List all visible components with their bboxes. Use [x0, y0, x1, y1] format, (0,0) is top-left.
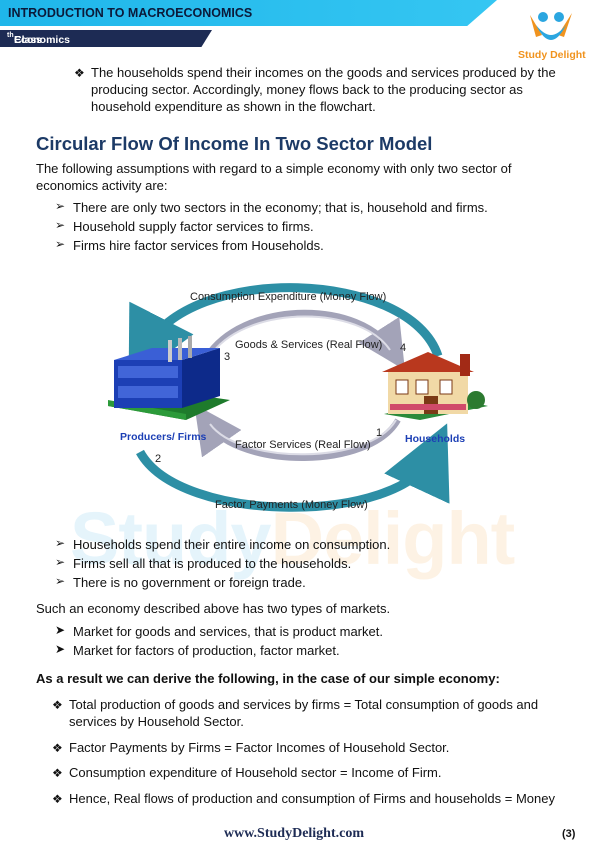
assumption-4: Households spend their entire income on … [73, 537, 391, 552]
arrow-bullet-icon: ➢ [55, 536, 66, 550]
flow-number-2: 2 [155, 453, 161, 465]
arrow-bullet-icon: ➢ [55, 199, 66, 213]
footer-url[interactable]: www.StudyDelight.com [224, 826, 365, 841]
study-delight-logo [530, 12, 572, 40]
derivation-1-line-1: Total production of goods and services b… [69, 697, 539, 712]
intro-line-1: The households spend their incomes on th… [91, 65, 556, 80]
section-intro-line-1: The following assumptions with regard to… [36, 161, 512, 176]
section-intro-line-2: economics activity are: [36, 178, 168, 193]
header-title-bar: INTRODUCTION TO MACROECONOMICS [0, 0, 497, 26]
arrow-bullet-icon: ➢ [55, 237, 66, 251]
consumption-expenditure-arrow [128, 283, 443, 383]
derivation-4: Hence, Real flows of production and cons… [69, 791, 555, 806]
derivation-3: Consumption expenditure of Household sec… [69, 765, 442, 780]
flow-number-4: 4 [400, 342, 406, 354]
arrow-bullet-icon: ➢ [55, 574, 66, 588]
households-label: Households [405, 433, 465, 445]
assumption-3: Firms hire factor services from Househol… [73, 238, 324, 253]
intro-line-2: producing sector. Accordingly, money flo… [91, 82, 523, 97]
arrow-bullet-icon: ➢ [55, 218, 66, 232]
assumption-2: Household supply factor services to firm… [73, 219, 314, 234]
flow-number-1: 1 [376, 427, 382, 439]
header-title: INTRODUCTION TO MACROECONOMICS [8, 6, 253, 20]
factor-services-label: Factor Services (Real Flow) [235, 439, 371, 451]
market-2: Market for factors of production, factor… [73, 643, 340, 658]
diamond-bullet-icon: ❖ [52, 766, 63, 780]
factor-payments-label: Factor Payments (Money Flow) [215, 499, 368, 511]
assumption-1: There are only two sectors in the econom… [73, 200, 488, 215]
derivation-2: Factor Payments by Firms = Factor Income… [69, 740, 450, 755]
flow-number-3: 3 [224, 351, 230, 363]
page-number: (3) [562, 828, 576, 840]
section-title: Circular Flow Of Income In Two Sector Mo… [36, 133, 433, 154]
watermark: StudyDelight [70, 497, 515, 580]
diamond-bullet-icon: ❖ [74, 66, 85, 80]
market-1: Market for goods and services, that is p… [73, 624, 383, 639]
circular-flow-diagram: Consumption Expenditure (Money Flow) Goo… [108, 283, 488, 512]
factor-payments-arrow [136, 423, 450, 512]
filled-arrow-bullet-icon: ➤ [55, 642, 66, 656]
diamond-bullet-icon: ❖ [52, 698, 63, 712]
derivation-1-line-2: services by Household Sector. [69, 714, 244, 729]
assumption-5: Firms sell all that is produced to the h… [73, 556, 352, 571]
diamond-bullet-icon: ❖ [52, 741, 63, 755]
markets-intro: Such an economy described above has two … [36, 601, 391, 616]
factor-services-arrow [194, 404, 401, 461]
derive-heading: As a result we can derive the following,… [36, 671, 500, 686]
house-icon [382, 352, 488, 420]
goods-services-label: Goods & Services (Real Flow) [235, 339, 382, 351]
intro-line-3: household expenditure as shown in the fl… [91, 99, 376, 114]
producers-label: Producers/ Firms [120, 431, 207, 443]
diamond-bullet-icon: ❖ [52, 792, 63, 806]
assumption-6: There is no government or foreign trade. [73, 575, 306, 590]
factory-icon [108, 336, 230, 420]
goods-services-arrow [207, 309, 405, 371]
consumption-expenditure-label: Consumption Expenditure (Money Flow) [190, 291, 386, 303]
logo-text: Study Delight [518, 49, 586, 61]
arrow-bullet-icon: ➢ [55, 555, 66, 569]
filled-arrow-bullet-icon: ➤ [55, 623, 66, 637]
